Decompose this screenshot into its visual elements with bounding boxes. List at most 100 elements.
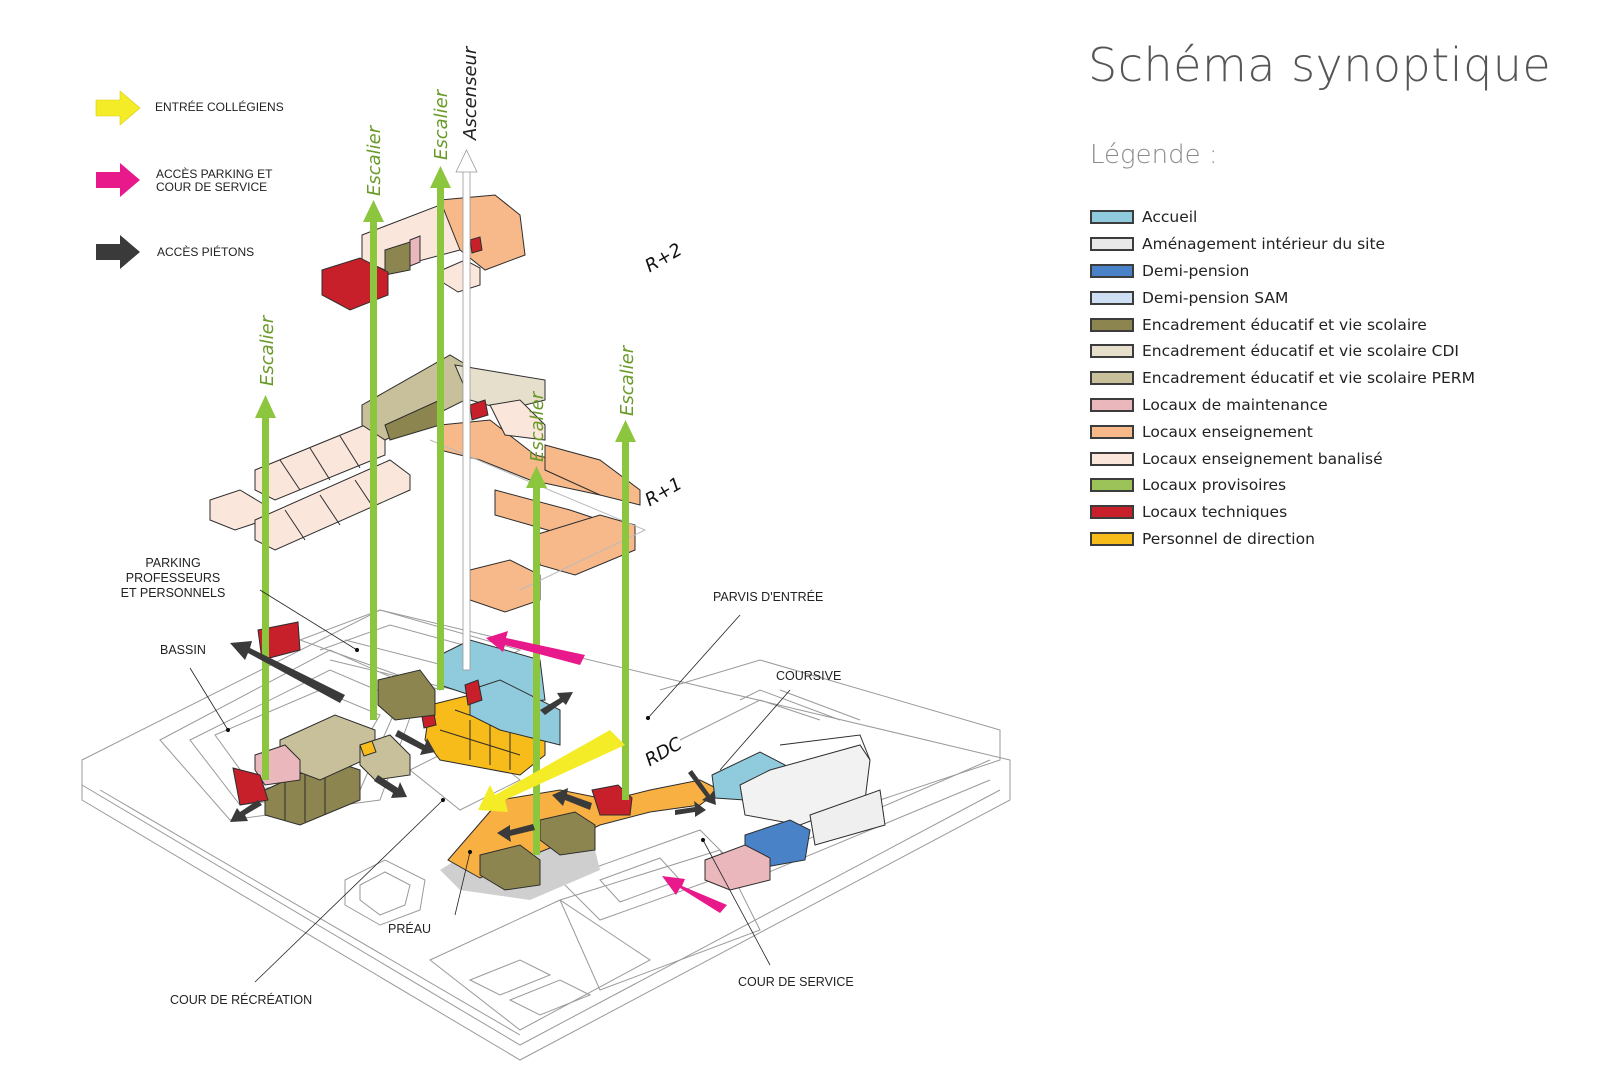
legend-item: Accueil <box>1090 204 1475 231</box>
legend-label: Encadrement éducatif et vie scolaire CDI <box>1142 342 1459 361</box>
stair-label: Escalier <box>617 345 638 416</box>
legend-label: Accueil <box>1142 208 1198 227</box>
legend-swatch <box>1090 531 1134 546</box>
legend-item: Encadrement éducatif et vie scolaire <box>1090 311 1475 338</box>
arrow-right-icon <box>95 90 141 126</box>
block-r1-banalise-4 <box>489 399 546 441</box>
legend-item: Locaux de maintenance <box>1090 392 1475 419</box>
block-maintenance-2 <box>704 844 771 891</box>
legend-label: Encadrement éducatif et vie scolaire <box>1142 315 1427 334</box>
stair-label: Escalier <box>257 315 278 386</box>
lift-arrow <box>455 149 478 671</box>
legend-swatch <box>1090 263 1134 278</box>
legend-label: Locaux techniques <box>1142 503 1288 522</box>
access-legend-entree: ENTRÉE COLLÉGIENS <box>155 101 284 114</box>
block-r2-technique-2 <box>469 236 483 254</box>
access-legend-parking: ACCÈS PARKING ET COUR DE SERVICE <box>156 168 272 194</box>
legend-item: Encadrement éducatif et vie scolaire PER… <box>1090 365 1475 392</box>
legend-item: Demi-pension <box>1090 258 1475 285</box>
legend-swatch <box>1090 344 1134 359</box>
access-legend-icons <box>95 90 141 269</box>
block-technique-2 <box>464 679 483 706</box>
legend-swatch <box>1090 237 1134 252</box>
block-r2-enseignement <box>439 194 526 271</box>
legend-label: Demi-pension <box>1142 261 1250 280</box>
legend-swatch <box>1090 451 1134 466</box>
label-bassin: BASSIN <box>160 643 206 657</box>
legend-item: Locaux enseignement banalisé <box>1090 445 1475 472</box>
block-technique-3 <box>232 767 269 806</box>
stair-label: Escalier <box>431 89 452 160</box>
legend-label: Locaux de maintenance <box>1142 395 1328 414</box>
rdc-buildings <box>232 621 886 891</box>
page-title: Schéma synoptique <box>1088 38 1552 92</box>
arrow-pieton-3 <box>374 775 407 798</box>
site-access-arrows <box>230 631 727 913</box>
r1-floor-outline <box>429 439 647 591</box>
leader-lines <box>189 589 791 983</box>
legend-swatch <box>1090 290 1134 305</box>
r1-buildings <box>209 354 641 613</box>
legend-swatch <box>1090 317 1134 332</box>
legend-swatch <box>1090 371 1134 386</box>
stair-label: Escalier <box>364 125 385 196</box>
block-direction-small <box>359 740 377 757</box>
arrow-pieton-6 <box>552 788 592 810</box>
color-legend: Accueil Aménagement intérieur du site De… <box>1090 204 1475 552</box>
stair-arrow-4 <box>526 466 547 855</box>
arrow-pieton-2 <box>395 730 435 755</box>
label-parvis: PARVIS D'ENTRÉE <box>713 590 824 604</box>
block-r1-technique <box>469 399 489 421</box>
legend-swatch <box>1090 424 1134 439</box>
lift-label: Ascenseur <box>460 46 481 140</box>
legend-item: Aménagement intérieur du site <box>1090 231 1475 258</box>
label-preau: PRÉAU <box>388 922 432 936</box>
legend-label: Locaux provisoires <box>1142 476 1287 495</box>
stair-arrow-1 <box>255 395 276 780</box>
legend-swatch <box>1090 478 1134 493</box>
block-preau-1 <box>479 844 541 891</box>
arrow-parking-2 <box>662 876 727 913</box>
access-label: ENTRÉE COLLÉGIENS <box>155 100 284 114</box>
arrow-pieton-4 <box>230 800 262 822</box>
arrow-right-icon <box>96 235 140 269</box>
arrow-pieton-8 <box>675 801 706 817</box>
access-label: ACCÈS PIÉTONS <box>157 245 255 259</box>
stair-arrow-2 <box>363 200 384 720</box>
arrow-pieton-7 <box>497 824 535 842</box>
legend-item: Encadrement éducatif et vie scolaire CDI <box>1090 338 1475 365</box>
label-coursive: COURSIVE <box>776 669 842 683</box>
block-r2-encadrement <box>384 241 411 276</box>
arrow-parking-1 <box>486 631 585 665</box>
arrow-entree-collegiens <box>478 730 625 812</box>
block-encadrement-1 <box>377 669 436 721</box>
label-cour-recreation: COUR DE RÉCRÉATION <box>170 993 313 1007</box>
legend-label: Personnel de direction <box>1142 529 1315 548</box>
legend-item: Locaux techniques <box>1090 499 1475 526</box>
block-r2-banalise-2 <box>441 259 481 293</box>
legend-item: Personnel de direction <box>1090 526 1475 553</box>
label-parking: PARKING PROFESSEURS ET PERSONNELS <box>120 556 226 600</box>
legend-label: Aménagement intérieur du site <box>1142 235 1386 254</box>
stair-arrow-3 <box>430 166 451 690</box>
legend-label: Locaux enseignement banalisé <box>1142 449 1383 468</box>
arrow-pieton-1 <box>230 641 345 703</box>
block-r1-enseignement-5 <box>469 559 541 613</box>
legend-label: Demi-pension SAM <box>1142 288 1289 307</box>
legend-label: Locaux enseignement <box>1142 422 1313 441</box>
legend-label: Encadrement éducatif et vie scolaire PER… <box>1142 369 1475 388</box>
legend-swatch <box>1090 397 1134 412</box>
block-r2-maintenance <box>409 235 421 267</box>
ground-plan <box>81 609 1011 1061</box>
stair-arrow-5 <box>615 420 636 800</box>
legend-swatch <box>1090 210 1134 225</box>
legend-swatch <box>1090 505 1134 520</box>
legend-heading: Légende : <box>1090 140 1218 170</box>
vertical-circulation <box>255 149 636 855</box>
access-legend-pietons: ACCÈS PIÉTONS <box>157 246 254 259</box>
arrow-right-icon <box>96 163 140 197</box>
legend-item: Locaux enseignement <box>1090 418 1475 445</box>
arrow-pieton-9 <box>688 770 716 805</box>
r2-buildings <box>321 194 526 311</box>
